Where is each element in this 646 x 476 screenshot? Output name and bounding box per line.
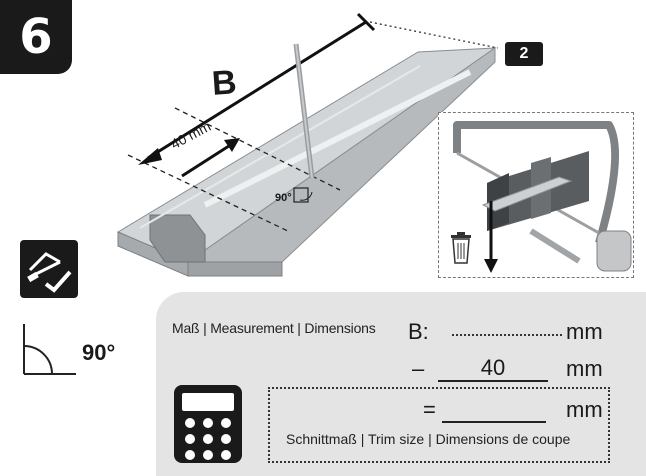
minus-value-underline xyxy=(438,380,548,382)
result-unit: mm xyxy=(566,397,603,422)
inset-number-badge: 2 xyxy=(505,42,543,66)
hacksaw-illustration xyxy=(451,121,632,273)
result-box xyxy=(268,387,610,463)
dimension-b-label: B xyxy=(210,63,238,103)
trash-icon xyxy=(451,232,471,264)
minus-unit: mm xyxy=(566,356,603,381)
calculator-icon xyxy=(174,385,242,463)
equals-sign: = xyxy=(423,397,436,422)
minus-sign: – xyxy=(412,356,425,381)
angle-marker-label: 90° xyxy=(275,192,292,204)
b-value-field xyxy=(452,334,562,336)
down-arrow-icon xyxy=(484,201,498,273)
dimension-b-line xyxy=(147,20,367,160)
measure-label: Maß | Measurement | Dimensions xyxy=(172,320,376,336)
saw-tool-icon xyxy=(20,240,78,298)
step-number-badge: 6 xyxy=(0,0,72,74)
b-prefix: B: xyxy=(408,319,429,344)
result-field xyxy=(442,421,546,423)
angle-icon xyxy=(23,324,76,375)
minus-value: 40 xyxy=(480,355,506,380)
saw-inset xyxy=(438,112,634,278)
trim-size-label: Schnittmaß | Trim size | Dimensions de c… xyxy=(286,431,571,447)
b-unit: mm xyxy=(566,319,603,344)
angle-value-label: 90° xyxy=(82,340,116,365)
profile-illustration xyxy=(116,12,499,277)
